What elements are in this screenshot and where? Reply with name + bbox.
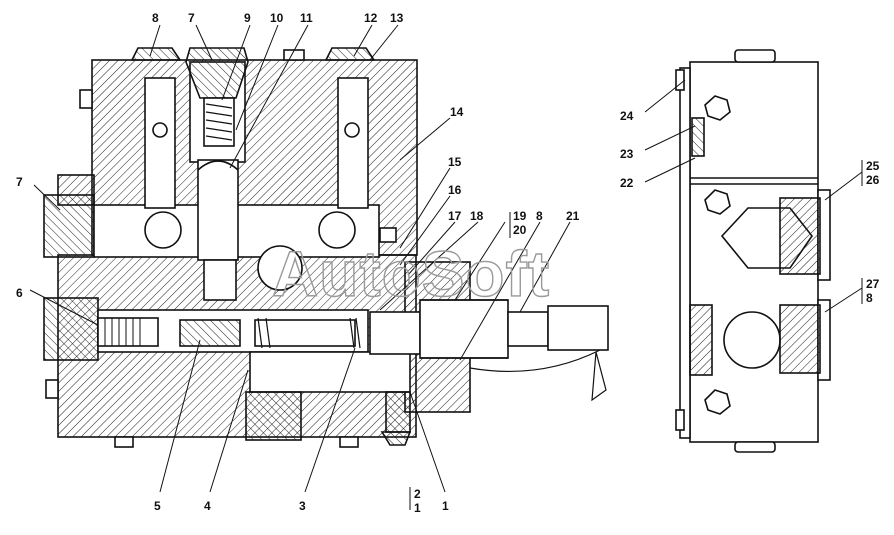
callout-8-top: 8 — [152, 11, 159, 25]
callout-1: 1 — [442, 499, 449, 513]
callout-1-stack: 1 — [414, 501, 421, 515]
cap-8 — [130, 47, 182, 61]
plug-6 — [43, 297, 99, 361]
callout-5: 5 — [154, 499, 161, 513]
callout-15: 15 — [448, 155, 462, 169]
plug-7-left — [43, 194, 95, 258]
side-view — [675, 49, 831, 453]
callout-labels: 8 7 9 10 11 12 13 14 15 16 17 18 19 20 8… — [16, 11, 880, 515]
callout-24: 24 — [620, 109, 634, 123]
callout-4: 4 — [204, 499, 211, 513]
callout-23: 23 — [620, 147, 634, 161]
callout-14: 14 — [450, 105, 464, 119]
plunger-11 — [197, 159, 239, 261]
callout-27: 27 — [866, 277, 880, 291]
callout-20: 20 — [513, 223, 527, 237]
side-flange — [679, 67, 691, 439]
callout-22: 22 — [620, 176, 634, 190]
callout-17: 17 — [448, 209, 462, 223]
callout-26: 26 — [866, 173, 880, 187]
leader-lines — [29, 24, 863, 510]
callout-6: 6 — [16, 286, 23, 300]
callout-7-top: 7 — [188, 11, 195, 25]
lower-channel — [249, 351, 411, 393]
spool-5 — [179, 319, 241, 347]
callout-18: 18 — [470, 209, 484, 223]
section-view — [43, 47, 609, 448]
callout-13: 13 — [390, 11, 404, 25]
callout-21: 21 — [566, 209, 580, 223]
left-vertical-bore — [144, 77, 176, 209]
callout-12: 12 — [364, 11, 378, 25]
callout-19: 19 — [513, 209, 527, 223]
fitting-21 — [419, 299, 509, 359]
callout-8-right: 8 — [536, 209, 543, 223]
plug-7-top — [185, 47, 249, 99]
spring-3 — [254, 319, 356, 347]
callout-25: 25 — [866, 159, 880, 173]
right-vertical-bore — [337, 77, 369, 209]
callout-8-side: 8 — [866, 291, 873, 305]
watermark: AutoSoft — [272, 238, 550, 310]
callout-16: 16 — [448, 183, 462, 197]
cap-12 — [324, 47, 376, 61]
callout-9: 9 — [244, 11, 251, 25]
callout-10: 10 — [270, 11, 284, 25]
callout-3: 3 — [299, 499, 306, 513]
callout-2: 2 — [414, 487, 421, 501]
callout-11: 11 — [300, 11, 313, 25]
callout-7-left: 7 — [16, 175, 23, 189]
